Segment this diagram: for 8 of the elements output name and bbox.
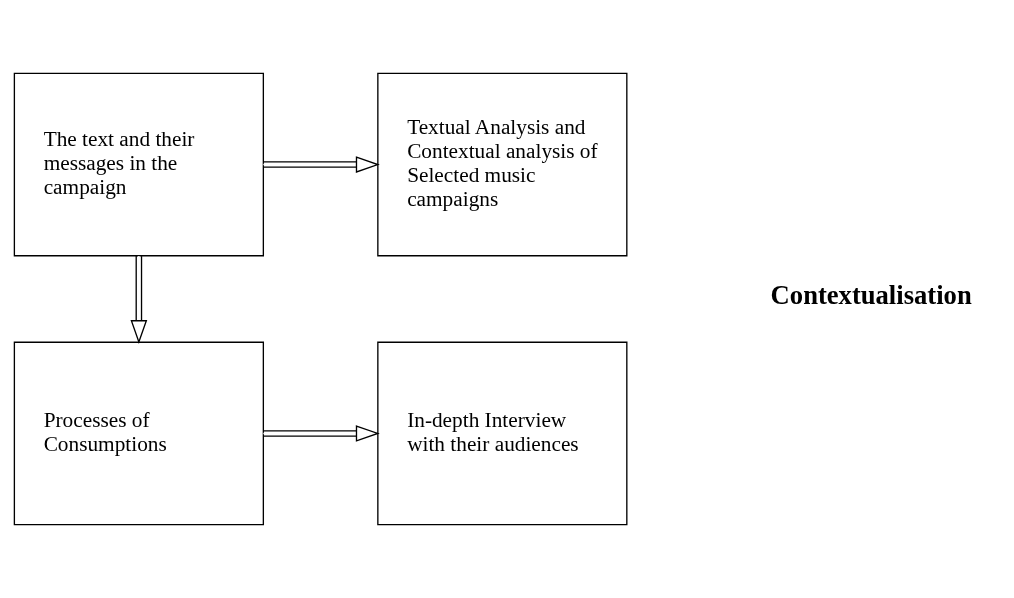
- arrow: [262, 425, 380, 442]
- arrow: [130, 255, 148, 345]
- arrow: [262, 156, 380, 173]
- node-box: Textual Analysis and Contextual analysis of Selected music campaigns: [377, 72, 628, 257]
- label: Contextualisation: [770, 280, 972, 311]
- node-box: Processes of Consumptions: [13, 341, 264, 526]
- node-box: In-depth Interview with their audiences: [377, 341, 628, 526]
- node-box: The text and their messages in the campaign: [13, 72, 264, 257]
